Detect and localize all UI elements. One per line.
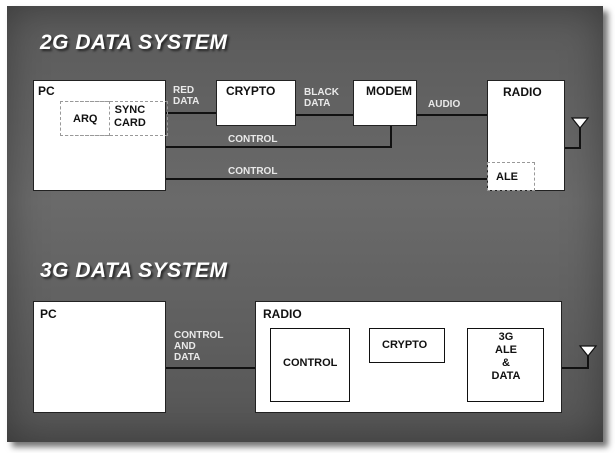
arq-label: ARQ [73,113,98,125]
control-box-3g [270,328,350,402]
radio-label-3g: RADIO [263,307,302,321]
radio-box-2g [487,80,565,191]
control-label-modem: CONTROL [228,134,278,145]
control-label-3g: CONTROL [283,357,338,369]
arq-dashed-box [60,101,110,136]
antenna-icon [578,345,598,357]
title-3g: 3G DATA SYSTEM [40,259,228,282]
ale-data-label-3g: 3G ALE & DATA [491,331,521,382]
black-data-label: BLACK DATA [304,87,339,109]
antenna-feed-2g [565,126,581,149]
ale-label: ALE [496,171,518,183]
control-line-modem [165,125,392,148]
ale-dashed-box [487,162,535,191]
pc-label-2g: PC [38,84,55,98]
sync-card-label: SYNC CARD [114,104,146,129]
antenna-icon [570,117,590,129]
crypto-label-3g: CRYPTO [382,339,428,351]
ale-data-box-3g [467,328,544,402]
antenna-feed-3g [561,354,589,369]
crypto-box-3g [369,328,445,363]
crypto-label-2g: CRYPTO [226,84,276,98]
pc-box-3g [33,301,166,413]
red-data-label: RED DATA [173,85,200,107]
pc-label-3g: PC [40,307,57,321]
modem-box [353,80,417,126]
radio-label-2g: RADIO [503,85,542,99]
title-2g: 2G DATA SYSTEM [40,31,228,54]
audio-label: AUDIO [428,99,461,110]
modem-label: MODEM [366,84,412,98]
control-and-data-label: CONTROL AND DATA [174,330,224,363]
crypto-box-2g [216,80,296,126]
control-label-ale: CONTROL [228,166,278,177]
